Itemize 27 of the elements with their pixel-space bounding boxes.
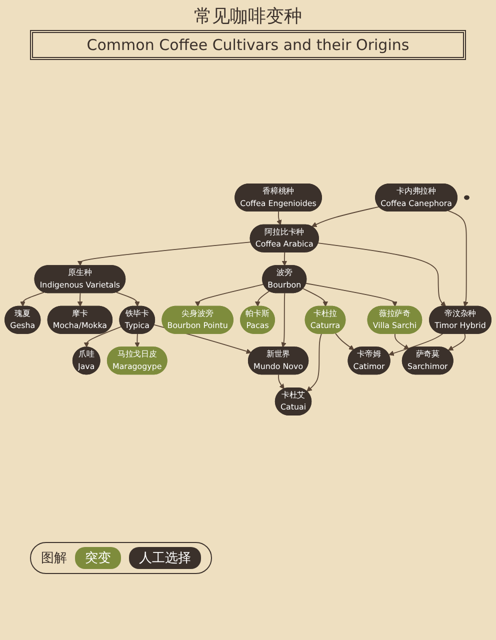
arrow [306,283,398,308]
legend-title: 图解 [41,550,67,567]
arrow [278,374,284,390]
arrow [77,242,252,266]
arrow [318,243,446,308]
arrow [335,333,354,351]
arrow [254,291,270,308]
arrow [84,326,122,348]
arrow [194,284,264,308]
heading-banner: Common Coffee Cultivars and their Origins [30,30,466,60]
arrow [388,334,444,356]
title: 常见咖啡变种 [193,5,303,28]
arrow [276,212,282,226]
arrow [20,292,44,308]
legend-swatch: 突变 [75,547,121,569]
arrow [448,210,468,308]
arrow [311,206,380,228]
arrow [116,292,140,308]
arrow [281,293,286,348]
arrow [282,252,288,266]
arrow [394,334,410,350]
arrow [306,334,322,392]
arrow [77,293,83,308]
arrow [134,334,140,348]
arrow [448,334,466,352]
legend-swatch: 人工选择 [129,547,201,569]
arrow [302,288,328,308]
